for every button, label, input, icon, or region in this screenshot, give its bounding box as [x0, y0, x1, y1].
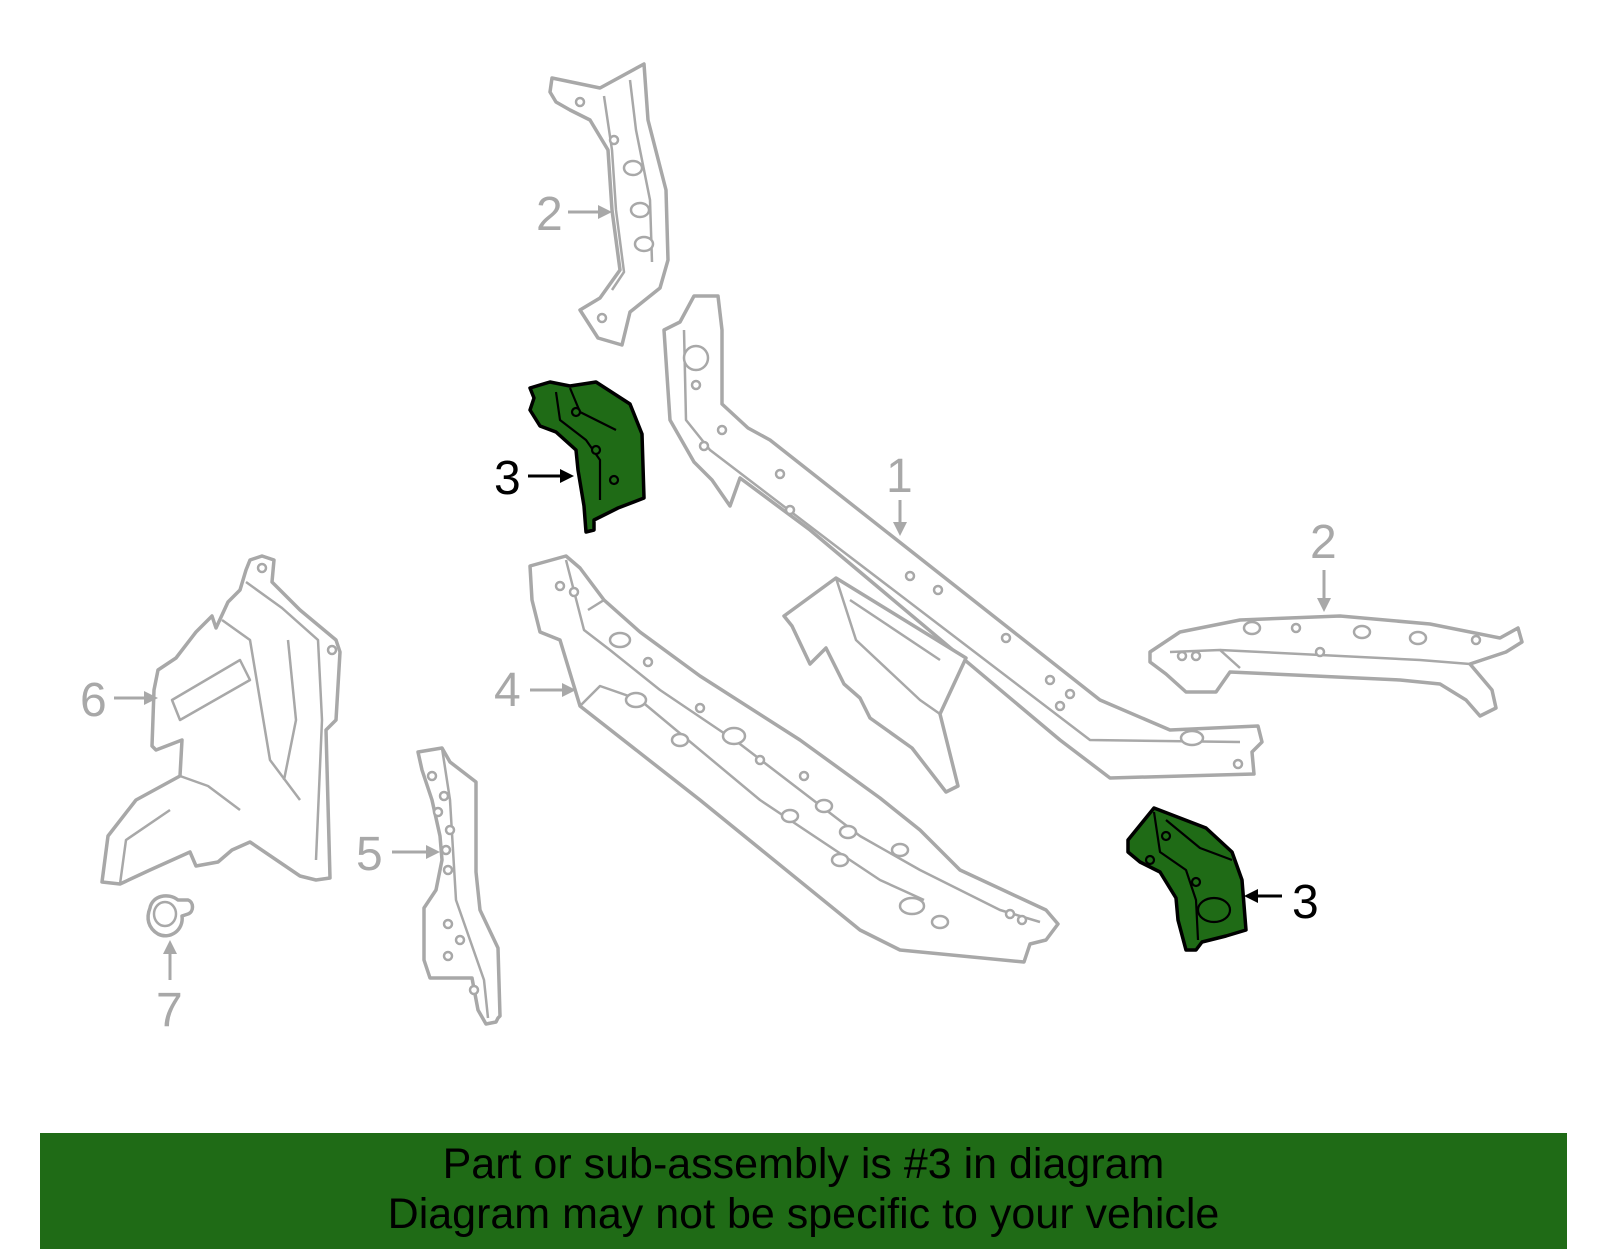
- part-6-air-deflector[interactable]: [100, 554, 342, 886]
- callout-3-upper: 3: [494, 452, 574, 505]
- callout-label: 2: [1310, 516, 1337, 569]
- callout-2-upper: 2: [536, 188, 612, 241]
- part-4-lower-tie-bar[interactable]: [528, 554, 1060, 964]
- callout-label: 2: [536, 188, 563, 241]
- part-3-upper-bracket[interactable]: [528, 380, 646, 534]
- part-2-upper-bracket[interactable]: [548, 62, 670, 347]
- callout-label: 1: [886, 450, 913, 503]
- part-7-clip[interactable]: [146, 894, 195, 938]
- callout-1: 1: [886, 450, 913, 536]
- callout-2-right: 2: [1310, 516, 1337, 612]
- callout-label: 5: [356, 828, 383, 881]
- banner-line-1: Part or sub-assembly is #3 in diagram: [442, 1140, 1165, 1188]
- part-2-right-bracket[interactable]: [1148, 614, 1524, 718]
- part-1-upper-tie-bar[interactable]: [662, 294, 1264, 794]
- callout-7: 7: [156, 940, 183, 1037]
- callout-label: 7: [156, 984, 183, 1037]
- banner-line-2: Diagram may not be specific to your vehi…: [387, 1190, 1220, 1238]
- part-3-lower-bracket[interactable]: [1126, 806, 1248, 952]
- callout-3-lower: 3: [1244, 876, 1319, 929]
- part-5-side-member[interactable]: [416, 746, 502, 1026]
- callout-4: 4: [494, 664, 576, 717]
- callout-label: 6: [80, 674, 107, 727]
- info-banner: Part or sub-assembly is #3 in diagram Di…: [40, 1133, 1567, 1249]
- callout-label: 3: [1292, 876, 1319, 929]
- callout-6: 6: [80, 674, 158, 727]
- callout-5: 5: [356, 828, 440, 881]
- callout-label: 3: [494, 452, 521, 505]
- callout-label: 4: [494, 664, 521, 717]
